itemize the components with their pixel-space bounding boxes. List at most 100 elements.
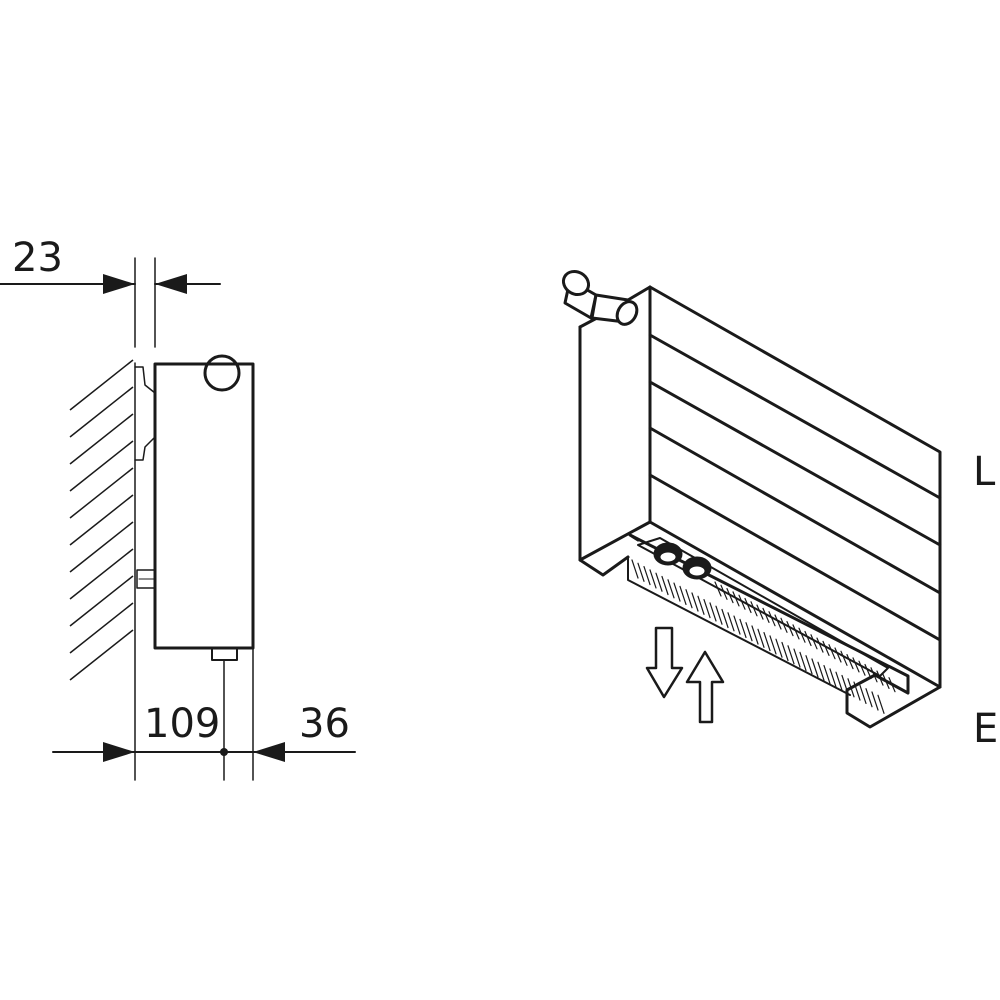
convector-fins (631, 559, 896, 714)
radiator-side-profile (153, 362, 255, 650)
hatch-line (709, 602, 717, 622)
hatch-line (679, 585, 687, 606)
air-down-arrow-icon (645, 626, 684, 699)
dimension-36: 36 (299, 701, 350, 747)
side-view: 23 109 36 (0, 235, 356, 781)
hatch-line (726, 587, 734, 604)
hatch-line (882, 673, 890, 690)
hatch-line (643, 565, 651, 586)
arrow-left-icon (253, 742, 285, 762)
hatch-line (876, 670, 884, 686)
arrow-right-icon (103, 742, 135, 762)
hatch-line (744, 597, 752, 614)
hatch-line (751, 625, 759, 645)
hatch-line (715, 605, 723, 625)
hatch-line (799, 651, 807, 672)
hatch-line (787, 645, 795, 665)
dimension-109: 109 (144, 701, 220, 747)
front-panel (648, 285, 942, 689)
valve-holes (653, 542, 712, 580)
air-up-arrow-icon (685, 650, 725, 724)
hatch-line (817, 661, 825, 681)
hatch-line (781, 641, 789, 662)
hatch-line (798, 627, 806, 643)
hatch-line (69, 494, 134, 546)
hatch-line (720, 584, 728, 600)
hatch-line (793, 648, 801, 668)
arrow-left-icon (155, 274, 187, 294)
hatch-line (714, 581, 722, 597)
hatch-line (822, 640, 830, 657)
hatch-line (769, 635, 777, 655)
hatch-line (733, 615, 741, 635)
hatch-line (673, 582, 681, 602)
hatch-line (835, 671, 843, 691)
hatch-line (811, 658, 819, 678)
top-dimension-line (0, 257, 221, 348)
hatch-line (69, 359, 134, 411)
hatch-line (69, 602, 134, 654)
bottom-connector (211, 647, 238, 661)
hatch-line (768, 611, 776, 627)
dimension-23: 23 (12, 235, 63, 281)
valve-circle (203, 354, 241, 392)
hatch-line (841, 674, 849, 695)
hatch-line (738, 594, 746, 610)
hatch-line (631, 559, 639, 579)
hatch-line (745, 622, 753, 642)
hatch-line (667, 579, 675, 599)
hatch-line (834, 647, 842, 663)
bottom-tray (628, 533, 942, 729)
hatch-line (691, 592, 699, 612)
hatch-line (865, 688, 873, 708)
bottom-dimension-line (52, 742, 356, 762)
hatch-line (786, 620, 794, 637)
hatch-line (828, 644, 836, 660)
hatch-line (852, 657, 860, 673)
hatch-line (649, 569, 657, 589)
hatch-line (877, 694, 885, 714)
front-slats (648, 333, 942, 642)
hatch-line (69, 548, 134, 600)
hatch-line (847, 678, 855, 698)
hatch-line (637, 562, 645, 582)
hatch-line (870, 667, 878, 683)
hatch-line (858, 660, 866, 676)
hatch-line (721, 608, 729, 629)
hatch-line (69, 413, 134, 465)
hatch-line (69, 629, 134, 681)
hatch-line (846, 653, 854, 670)
hatch-line (69, 386, 134, 438)
hatch-line (804, 630, 812, 647)
hatch-line (69, 575, 134, 627)
hatch-line (774, 614, 782, 630)
hatch-line (739, 618, 747, 639)
hatch-line (829, 668, 837, 688)
hatch-line (810, 634, 818, 650)
hatch-line (840, 650, 848, 666)
hatch-line (780, 617, 788, 633)
hatch-line (853, 681, 861, 701)
hatch-line (864, 663, 872, 680)
hatch-line (727, 612, 735, 632)
hatch-line (697, 595, 705, 615)
hatch-line (69, 521, 134, 573)
hatch-line (823, 664, 831, 685)
side-panel-outline (578, 325, 630, 577)
hatch-line (775, 638, 783, 658)
hatch-line (792, 624, 800, 640)
hatch-line (750, 601, 758, 617)
hatch-line (888, 677, 896, 693)
hatch-line (757, 628, 765, 648)
hatch-line (69, 467, 134, 519)
hatch-line (805, 655, 813, 675)
hatch-line (756, 604, 764, 620)
hatch-line (703, 598, 711, 619)
wall-bracket (134, 366, 156, 461)
label-e: E (973, 706, 998, 752)
hatch-line (763, 631, 771, 652)
hatch-line (816, 637, 824, 653)
hatch-line (859, 684, 867, 705)
thermostat-head (561, 269, 639, 326)
